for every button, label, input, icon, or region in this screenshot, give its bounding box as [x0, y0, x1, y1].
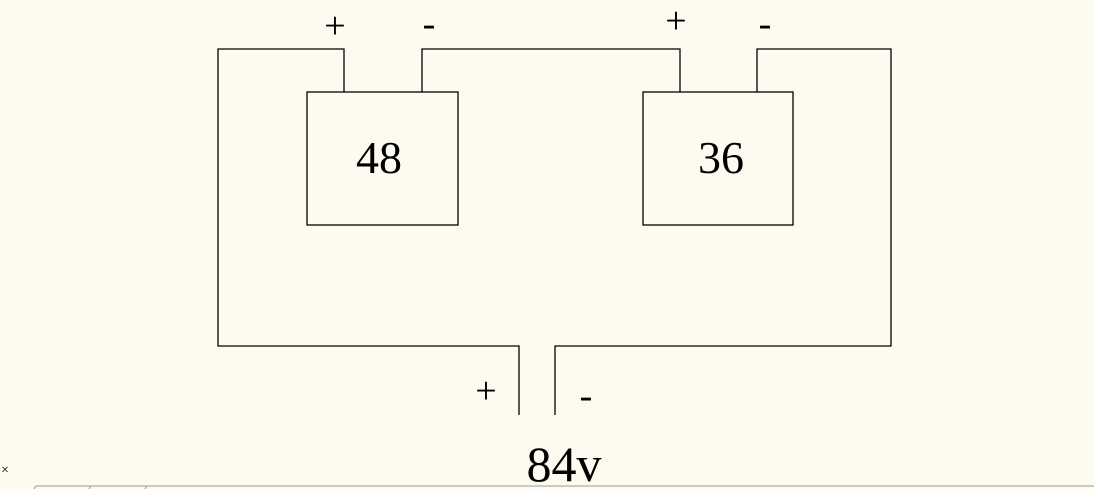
- corner-x-marker: ×: [1, 463, 9, 478]
- battery-36-positive-terminal: +: [665, 0, 686, 42]
- battery-48-positive-terminal: +: [324, 5, 345, 47]
- wire-series-link: [421, 48, 681, 92]
- battery-48-negative-terminal: -: [423, 3, 436, 45]
- output-terminals: + - 84v: [475, 370, 601, 489]
- wire-right-to-output-negative: [554, 48, 892, 415]
- battery-48-value: 48: [356, 132, 402, 183]
- battery-36-box: [642, 91, 794, 226]
- circuit-wires: [217, 48, 892, 415]
- battery-36-value: 36: [698, 132, 744, 183]
- output-voltage-label: 84v: [527, 436, 602, 489]
- battery-36: 36 + -: [642, 0, 794, 226]
- battery-48: 48 + -: [306, 3, 459, 226]
- wire-left-to-output-positive: [217, 48, 520, 415]
- output-positive-terminal: +: [475, 370, 496, 412]
- battery-48-box: [306, 91, 459, 226]
- battery-36-negative-terminal: -: [759, 3, 772, 45]
- output-negative-terminal: -: [580, 375, 593, 417]
